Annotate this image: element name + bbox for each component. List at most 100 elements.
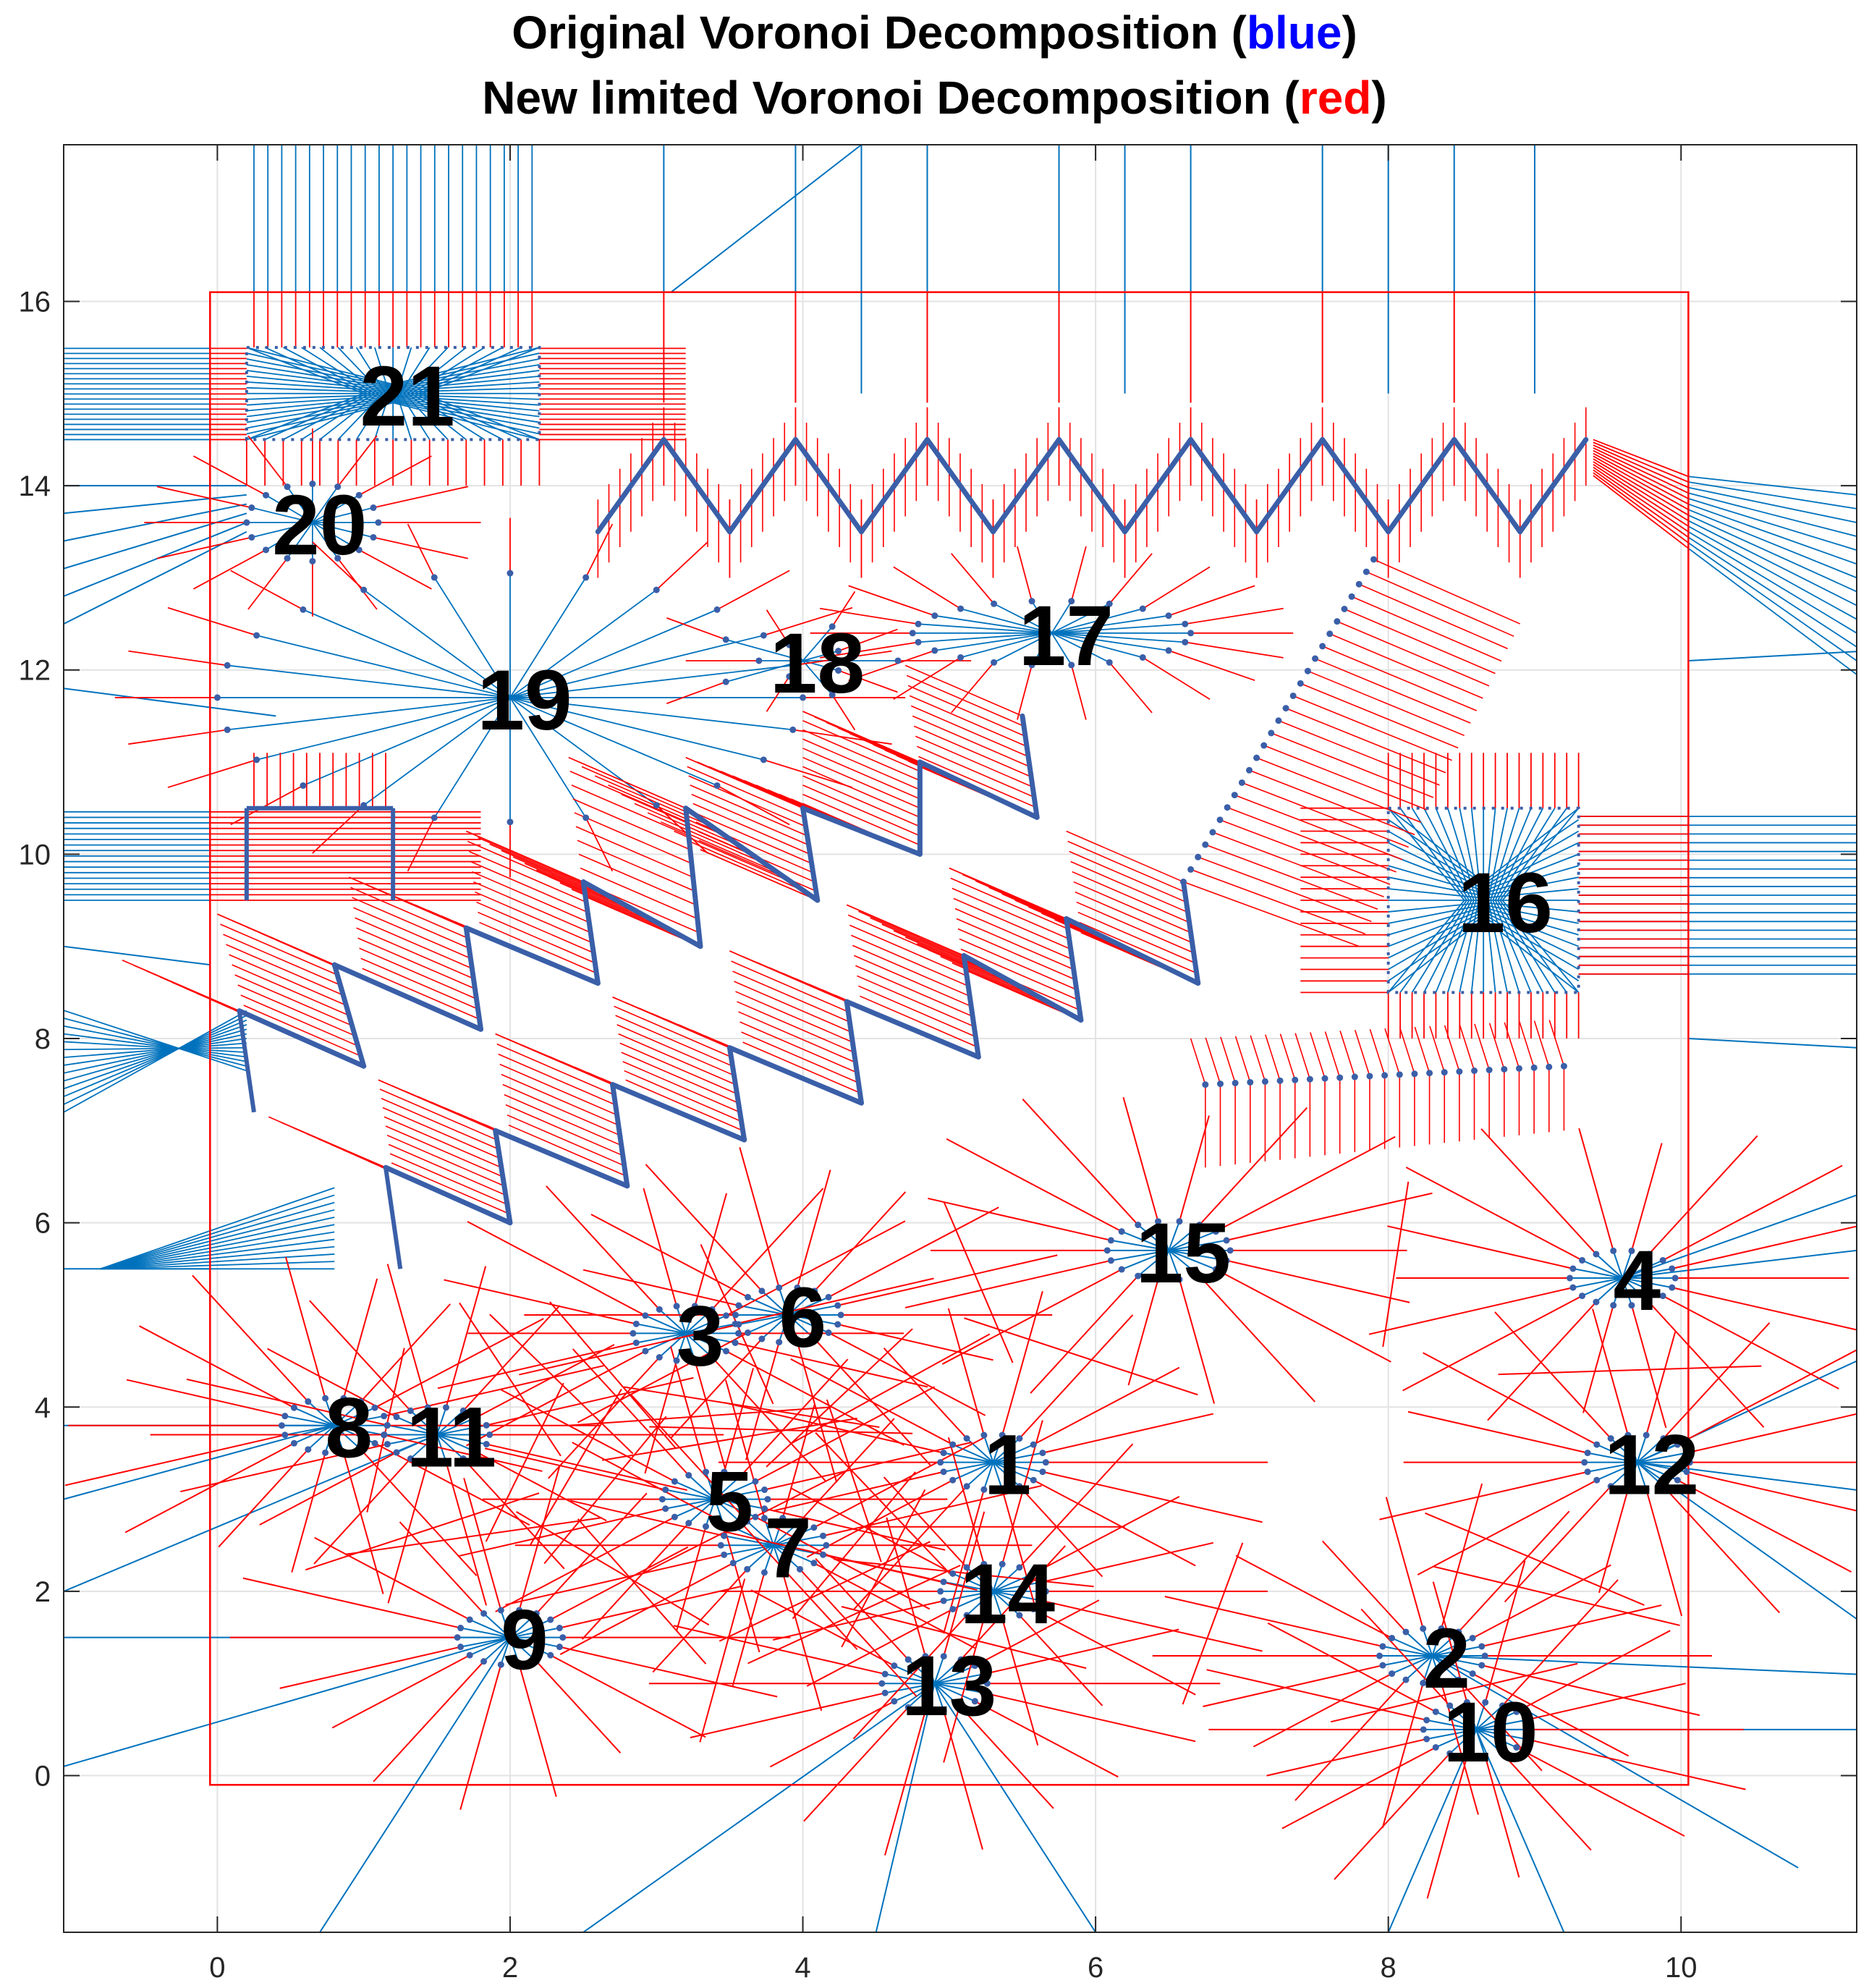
blue-edge [64,1028,247,1082]
red-edge [581,766,700,819]
sample-point [1042,1459,1049,1466]
red-edge [943,1618,985,1763]
sample-point [881,1689,889,1696]
blue-edge [64,494,247,515]
y-tick-label: 0 [35,1761,51,1793]
blue-edge [509,697,587,819]
blue-edge [287,522,313,559]
sample-point [800,694,807,701]
red-edge [237,984,355,1036]
red-edge [1184,607,1284,625]
sample-point [685,1520,692,1527]
red-edge [858,910,976,963]
sample-point [1463,1754,1470,1761]
blue-spoke [1432,1655,1482,1667]
red-edge [259,1452,397,1526]
blue-spoke [1466,1701,1478,1730]
sample-point [1432,1743,1439,1751]
sample-point [1669,1265,1676,1272]
sample-point [980,1615,988,1623]
red-edge [1593,447,1689,494]
sample-point [937,1588,944,1595]
blue-edge [100,1217,335,1270]
wall-segment [1188,436,1260,535]
red-edge [740,1523,858,1650]
sample-point [474,1413,481,1421]
sample-point [732,1339,739,1346]
blue-spoke [773,1544,801,1570]
blue-spoke [1168,1250,1180,1280]
red-edge [884,1710,926,1856]
sample-point [735,1321,742,1328]
sample-point [281,1431,289,1439]
red-edge [223,934,341,986]
red-edge [501,1073,619,1126]
blue-edge [64,1041,247,1053]
ribbon-segment [726,1045,747,1143]
sample-point [357,1398,365,1405]
blue-spoke [1382,1645,1433,1657]
red-edge [530,1389,622,1546]
red-edge [806,1479,954,1558]
sample-point [480,1658,488,1665]
blue-spoke [1137,1224,1169,1251]
blue-edge [1388,911,1484,959]
red-edge [854,955,972,1007]
red-edge [1402,1295,1583,1392]
sample-point [931,612,938,619]
obstacle-label-15: 15 [1136,1206,1231,1301]
red-edge [373,1660,485,1782]
sample-point [949,1570,957,1577]
blue-edge [363,697,511,806]
red-edge [186,1378,388,1426]
sample-point [1039,1450,1046,1457]
sample-point [284,483,291,491]
red-edge [1426,1756,1468,1899]
red-edge [391,1162,509,1214]
red-edge [848,585,936,617]
sample-point [940,1578,947,1586]
y-tick-label: 14 [19,470,51,502]
ribbon-segment [844,999,864,1106]
blue-spoke [732,1544,774,1564]
red-edge [1366,571,1514,637]
red-edge [1184,641,1284,659]
blue-edge [1687,525,1857,620]
obstacle-label-13: 13 [902,1638,996,1734]
sample-point [1513,1743,1520,1751]
red-edge [841,1489,926,1648]
red-edge [666,681,726,704]
sample-point [1139,605,1146,612]
red-edge [850,934,969,987]
sample-point [1463,1699,1470,1706]
blue-edge [246,370,394,390]
sample-point [582,574,590,581]
blue-edge [302,697,511,787]
red-edge [766,609,790,646]
blue-edge [509,635,764,698]
y-tick-label: 6 [35,1208,51,1240]
sample-point [357,1446,365,1453]
blue-edge [246,358,394,388]
sample-point [248,533,255,541]
sample-point [1423,1717,1431,1724]
red-edge [644,1360,678,1474]
sample-point [786,673,793,680]
blue-spoke [1596,1444,1637,1463]
blue-spoke [1582,1277,1623,1297]
blue-spoke [1622,1277,1672,1289]
sample-point [1420,1625,1427,1632]
blue-spoke [1582,1259,1623,1279]
blue-edge [1411,808,1470,901]
sample-point [454,1634,461,1641]
blue-spoke [993,1452,1043,1463]
wall-segment [661,436,732,535]
red-edge [1073,881,1191,934]
sample-point [703,1468,710,1476]
sample-point [424,1404,431,1411]
red-edge [716,784,790,826]
red-edge [813,1191,907,1292]
sample-point [480,1610,488,1617]
sample-point [1319,643,1326,650]
obstacle-label-21: 21 [360,349,455,444]
